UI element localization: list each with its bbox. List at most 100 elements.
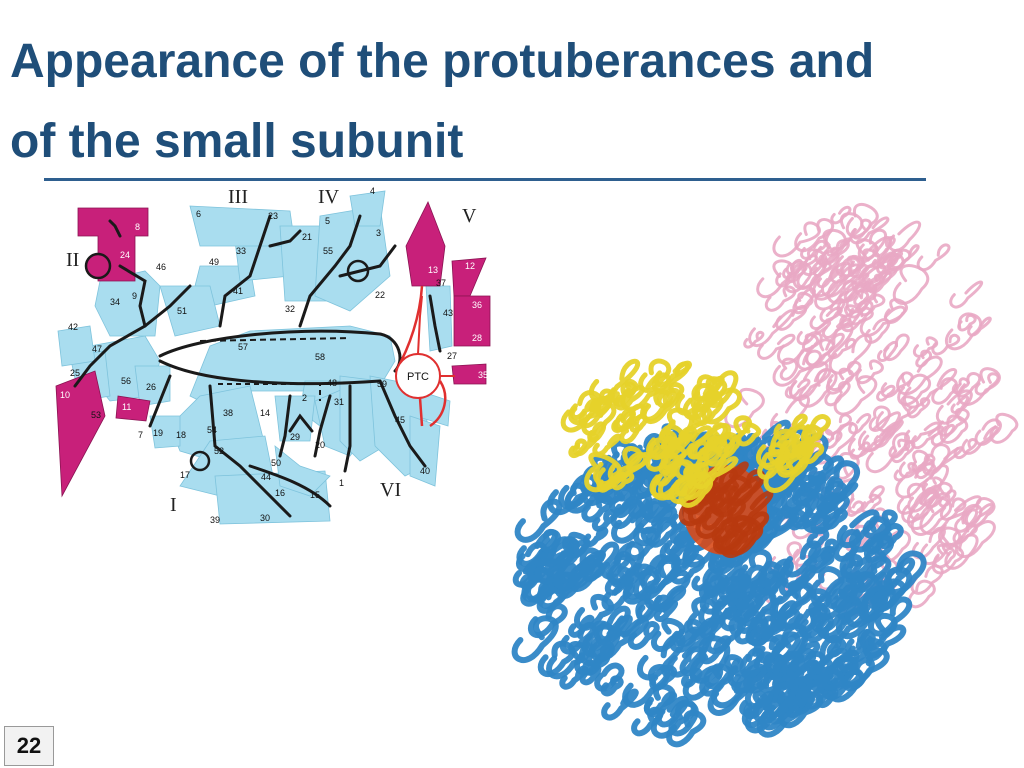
helix-label: 33	[236, 246, 246, 256]
ribbon-strand	[667, 637, 711, 678]
ribbon-strand	[898, 449, 929, 479]
helix-label: 40	[420, 466, 430, 476]
ptc-strand	[417, 295, 455, 377]
ribbon-strand	[633, 506, 678, 547]
ribbon-strand	[848, 299, 874, 326]
ribbon-strand	[938, 489, 957, 508]
ribbon-strand	[989, 412, 1019, 444]
ribbon-strand	[511, 615, 559, 664]
helix-label: 48	[327, 378, 337, 388]
backbone-strand	[343, 384, 352, 473]
loop-circle	[346, 259, 370, 283]
ptc-marker: PTC	[395, 353, 441, 399]
backbone-strand	[428, 294, 442, 353]
ribbon-strand	[514, 498, 563, 543]
helix-region	[57, 325, 96, 367]
helix-label: 58	[315, 352, 325, 362]
ribbon-strand	[593, 446, 643, 486]
domain-label-VI: VI	[380, 479, 401, 501]
backbone-strand	[208, 384, 292, 518]
dashed-connection	[218, 383, 321, 401]
ribbon-strand	[902, 368, 957, 409]
ribbon-strand	[584, 452, 622, 493]
helix-label: 39	[210, 515, 220, 525]
helix-label: 23	[268, 211, 278, 221]
ribbon-strand	[967, 316, 992, 337]
ribbon-strand	[949, 280, 983, 309]
helix-label: 59	[377, 379, 387, 389]
ribbon-strand	[877, 341, 898, 362]
helix-label: 15	[310, 490, 320, 500]
highlighted-helix-region	[77, 207, 149, 282]
highlighted-helix-region	[451, 363, 487, 385]
ribbon-strand	[858, 588, 896, 623]
ribbon-strand	[853, 289, 869, 307]
helix-label: 9	[132, 291, 137, 301]
ribbon-strand	[845, 203, 879, 238]
ribbon-strand	[825, 588, 847, 609]
ribbon-strand	[830, 205, 852, 225]
ribbon-strand	[613, 385, 645, 411]
helix-label: 2	[302, 393, 307, 403]
ribbon-strand	[871, 253, 895, 270]
ribbon-strand	[954, 520, 996, 558]
helix-label: 6	[196, 209, 201, 219]
helix-label: 3	[376, 228, 381, 238]
title-line-1: Appearance of the protuberances and	[10, 35, 875, 88]
ribbon-strand	[801, 333, 819, 352]
ribbon-strand	[821, 239, 850, 265]
ribbon-strand	[846, 500, 864, 517]
ribbon-strand	[540, 529, 561, 553]
helix-label: 36	[472, 300, 482, 310]
ribbon-strand	[829, 254, 866, 284]
highlighted-helix-region	[405, 201, 446, 287]
ribbon-strand	[820, 477, 844, 502]
helix-label: 37	[436, 278, 446, 288]
backbone-strand	[268, 229, 302, 248]
ribbon-strand	[891, 440, 916, 464]
ribbon-strand	[848, 413, 872, 435]
ribbon-strand	[780, 424, 812, 459]
helix-label: 27	[447, 351, 457, 361]
ptc-label: PTC	[407, 371, 429, 383]
backbone-strand	[288, 413, 314, 433]
ribbon-strand	[875, 395, 920, 433]
helix-label: 20	[315, 440, 325, 450]
ribbon-strand	[559, 622, 597, 655]
ribbon-strand	[933, 543, 957, 569]
ribbon-strand	[865, 432, 910, 473]
helix-label: 10	[60, 390, 70, 400]
ribbon-strand	[600, 675, 624, 697]
ribbon-strand	[730, 647, 765, 677]
ribbon-strand	[568, 438, 588, 459]
helix-label: 12	[465, 261, 475, 271]
ribbon-strand	[601, 688, 639, 721]
ribbon-strand	[907, 484, 941, 513]
ribbon-strand	[756, 558, 794, 596]
ribbon-strand	[725, 597, 750, 621]
ribbon-strand	[939, 497, 967, 521]
dashed-connection	[199, 337, 351, 342]
ribbon-strand	[893, 462, 918, 482]
ribbon-strand	[824, 380, 851, 407]
ribbon-strand	[718, 524, 749, 555]
title-underline	[44, 178, 926, 181]
helix-label: 24	[120, 250, 130, 260]
helix-region	[349, 190, 386, 227]
helix-label: 18	[176, 430, 186, 440]
backbone-strand	[148, 374, 172, 428]
helix-label: 11	[122, 402, 131, 412]
ribbon-strand	[660, 444, 687, 470]
ribbon-strand	[671, 626, 701, 647]
domain-label-II: II	[66, 249, 79, 271]
backbone-strand	[218, 214, 272, 328]
ribbon-strand	[828, 333, 873, 375]
ribbon-strand	[939, 414, 969, 444]
helix-label: 29	[290, 432, 300, 442]
backbone-strand	[118, 264, 147, 328]
backbone-strand	[338, 244, 397, 278]
ribbon-strand	[897, 373, 931, 406]
ribbon-strand	[781, 474, 822, 514]
highlighted-helix-region	[115, 395, 151, 422]
ribbon-strand	[761, 442, 790, 471]
